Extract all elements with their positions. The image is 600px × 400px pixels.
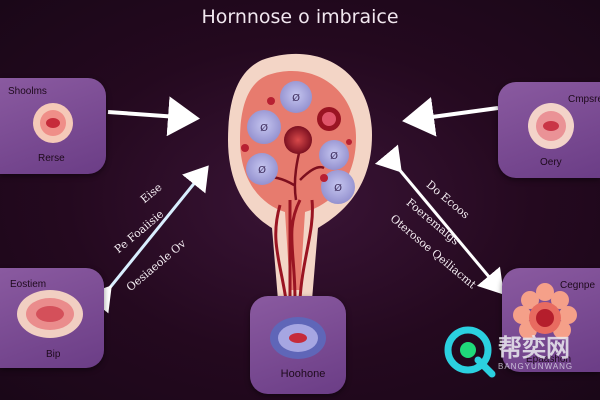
box-top-left-label-bottom: Rerse bbox=[38, 153, 65, 164]
center-bottom-label: Hoohone bbox=[280, 368, 326, 380]
follicle-label: Ø bbox=[292, 92, 300, 104]
box-top-right-label-bottom: Oery bbox=[540, 157, 562, 168]
arrow-left-diagonal bbox=[85, 165, 209, 314]
diagram-title: Hornnose o imbraice bbox=[201, 6, 399, 28]
arrow-right-diagonal bbox=[374, 144, 504, 295]
arrow-top-right bbox=[402, 96, 499, 137]
follicle-label: Ø bbox=[330, 150, 338, 162]
box-bottom-right-label-bottom: Epaashon bbox=[526, 354, 572, 365]
watermark-text: 帮奕网 bbox=[498, 334, 570, 362]
box-bottom-right-label-top: Cegnpe bbox=[560, 280, 596, 291]
follicles bbox=[241, 81, 355, 204]
follicle-glyphs: Ø Ø Ø Ø Ø bbox=[258, 92, 342, 194]
arrow-top-left bbox=[107, 96, 200, 137]
watermark-subtext: BANGYUNWANG bbox=[498, 362, 574, 371]
watermark-logo-icon bbox=[444, 326, 496, 378]
box-bottom-left-label-bottom: Bip bbox=[46, 349, 61, 360]
follicle-label: Ø bbox=[260, 122, 268, 134]
follicle-label: Ø bbox=[258, 164, 266, 176]
box-top-right-label-top: Cmpsre bbox=[568, 94, 600, 105]
box-top-left-label-top: Shoolms bbox=[8, 86, 47, 97]
follicle-label: Ø bbox=[334, 182, 342, 194]
box-bottom-left-label-top: Eostiem bbox=[10, 279, 47, 290]
